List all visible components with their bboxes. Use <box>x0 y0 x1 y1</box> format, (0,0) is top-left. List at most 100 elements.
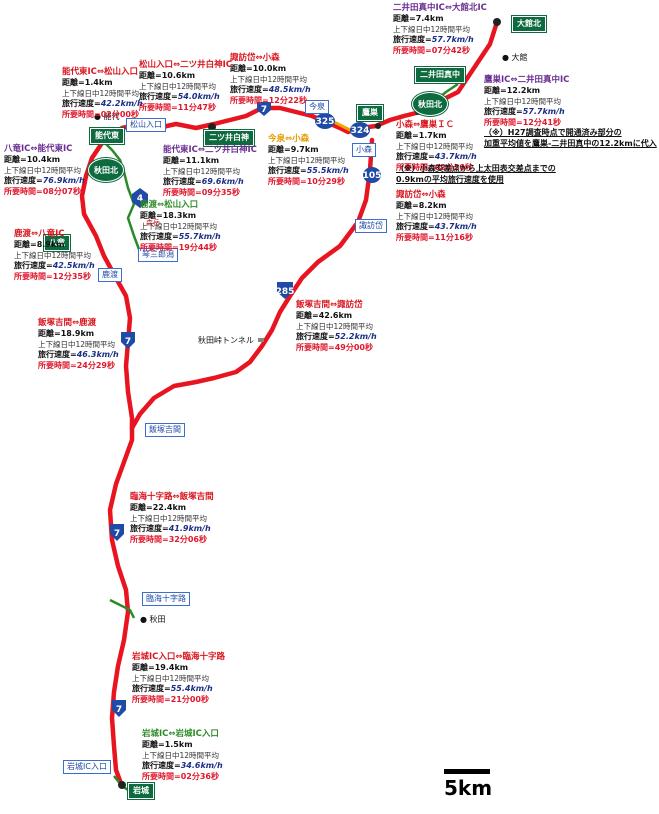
section-distance: 距離=8.2km <box>396 201 447 210</box>
expressway-line-2 <box>109 598 136 619</box>
section-time: 所要時間=21分00秒 <box>132 694 209 704</box>
section-speed: 旅行速度=43.7km/h <box>396 152 477 161</box>
ic-sign-odate-kita: 大館北 <box>512 16 546 32</box>
section-title: 飯塚吉間⇔諏訪岱 <box>296 300 363 310</box>
section-distance: 距離=10.0km <box>230 64 287 73</box>
section-title: 岩城IC⇔岩城IC入口 <box>142 729 219 739</box>
section-title: 鹿渡⇔八竜IC <box>14 229 65 239</box>
section-speed: 旅行速度=41.9km/h <box>130 524 211 533</box>
scale-bar <box>444 769 490 774</box>
section-time: 所要時間=08分07秒 <box>4 186 81 196</box>
section-speed: 旅行速度=54.0km/h <box>139 92 220 101</box>
section-sub-label: 上下線日中12時間平均 <box>296 321 374 331</box>
section-sub-label: 上下線日中12時間平均 <box>38 339 116 349</box>
section-time: 所要時間=24分29秒 <box>38 360 115 370</box>
ic-sign-futatsui: 二ツ井白神 <box>204 130 254 146</box>
section-sub-label: 上下線日中12時間平均 <box>268 155 346 165</box>
section-sub-label: 上下線日中12時間平均 <box>132 673 210 683</box>
section-distance: 距離=19.4km <box>132 663 189 672</box>
note-1: （※）H27調査時点で開通済み部分の 加重平均値を鷹巣-二井田真中の12.2km… <box>484 128 657 148</box>
section-title: 八竜IC⇔能代東IC <box>4 144 73 154</box>
section-title: 飯塚吉間⇔鹿渡 <box>38 318 97 328</box>
section-time: 所要時間=10分29秒 <box>268 176 345 186</box>
section-speed: 旅行速度=34.6km/h <box>142 761 223 770</box>
section-sub-label: 上下線日中12時間平均 <box>139 81 217 91</box>
section-title: 諏訪岱⇔小森 <box>396 190 446 200</box>
route-105-shield: 105 <box>363 171 382 181</box>
section-distance: 距離=22.4km <box>130 503 187 512</box>
section-sub-label: 上下線日中12時間平均 <box>396 211 474 221</box>
section-title: 鹿渡⇔松山入口 <box>140 200 199 210</box>
section-time: 所要時間=09分35秒 <box>163 187 240 197</box>
section-time: 所要時間=12分35秒 <box>14 271 91 281</box>
section-speed: 旅行速度=42.5km/h <box>14 261 95 270</box>
section-speed: 旅行速度=48.5km/h <box>230 85 311 94</box>
section-title: 今泉⇔小森 <box>268 134 310 144</box>
section-title: 臨海十字路⇔飯塚吉間 <box>130 492 214 502</box>
note-2: （※）小森交差点から上太田表交差点までの 0.9kmの平均旅行速度を使用 <box>396 164 556 184</box>
place-odate: ● 大館 <box>502 53 528 62</box>
ic-sign-hachiryu: 八竜 <box>44 235 70 251</box>
station-suwadai: 諏訪岱 <box>355 219 387 233</box>
section-time: 所要時間=49分00秒 <box>296 342 373 352</box>
section-title: 二井田真中IC⇔大館北IC <box>393 3 487 13</box>
section-sub-label: 上下線日中12時間平均 <box>14 250 92 260</box>
section-sub-label: 上下線日中12時間平均 <box>163 166 241 176</box>
section-speed: 旅行速度=55.4km/h <box>132 684 213 693</box>
section-distance: 距離=1.7km <box>396 131 447 140</box>
station-iizuka: 飯塚吉間 <box>145 423 185 437</box>
station-komori: 小森 <box>352 143 376 157</box>
section-speed: 旅行速度=57.7km/h <box>484 107 565 116</box>
section-title: 能代東IC⇔二ツ井白神IC <box>163 145 257 155</box>
scale-label: 5km <box>444 776 493 800</box>
section-distance: 距離=1.4km <box>62 78 113 87</box>
section-speed: 旅行速度=46.3km/h <box>38 350 119 359</box>
section-distance: 距離=10.6km <box>139 71 196 80</box>
route-7-line <box>79 19 500 789</box>
section-speed: 旅行速度=52.2km/h <box>296 332 377 341</box>
section-distance: 距離=9.7km <box>268 145 319 154</box>
station-imaizumi: 今泉 <box>305 100 329 114</box>
route-325-shield: 325 <box>316 117 335 127</box>
section-distance: 距離=12.2km <box>484 86 541 95</box>
route-shields: 7 325 324 105 285 4 7 7 7 <box>110 102 381 717</box>
section-time: 所要時間=07分42秒 <box>393 45 470 55</box>
place-tunnel: 秋田峠トンネル <box>198 336 254 345</box>
ic-sign-takanosu: 鷹巣 <box>357 105 383 121</box>
jct-sign-akita-north-west: 秋田北 <box>88 158 124 182</box>
station-rinkai: 臨海十字路 <box>142 592 190 606</box>
station-shikawatari: 鹿渡 <box>98 268 122 282</box>
section-sub-label: 上下線日中12時間平均 <box>140 221 218 231</box>
section-time: 所要時間=02分20秒 <box>396 162 473 172</box>
section-time: 所要時間=02分36秒 <box>142 771 219 781</box>
ic-sign-iwaki: 岩城 <box>128 783 154 799</box>
section-distance: 距離=42.6km <box>296 311 353 320</box>
place-mori: 森岳 <box>146 219 160 227</box>
section-distance: 距離=11.1km <box>163 156 220 165</box>
route-7-shield-d: 7 <box>116 705 122 715</box>
station-kotosaburo: 琴三郎潟 <box>138 248 178 262</box>
section-sub-label: 上下線日中12時間平均 <box>142 750 220 760</box>
section-sub-label: 上下線日中12時間平均 <box>484 96 562 106</box>
section-distance: 距離=18.3km <box>140 211 197 220</box>
section-time: 所要時間=11分16秒 <box>396 232 473 242</box>
place-akita: ● 秋田 <box>140 615 166 624</box>
ic-sign-noshiro-higashi: 能代東 <box>90 128 124 144</box>
section-speed: 旅行速度=55.5km/h <box>268 166 349 175</box>
station-matsuyama: 松山入口 <box>126 118 166 132</box>
route-4-shield: 4 <box>137 194 143 204</box>
route-7-shield-a: 7 <box>261 105 267 115</box>
section-speed: 旅行速度=76.9km/h <box>4 176 85 185</box>
tunnel-marker <box>258 338 264 342</box>
